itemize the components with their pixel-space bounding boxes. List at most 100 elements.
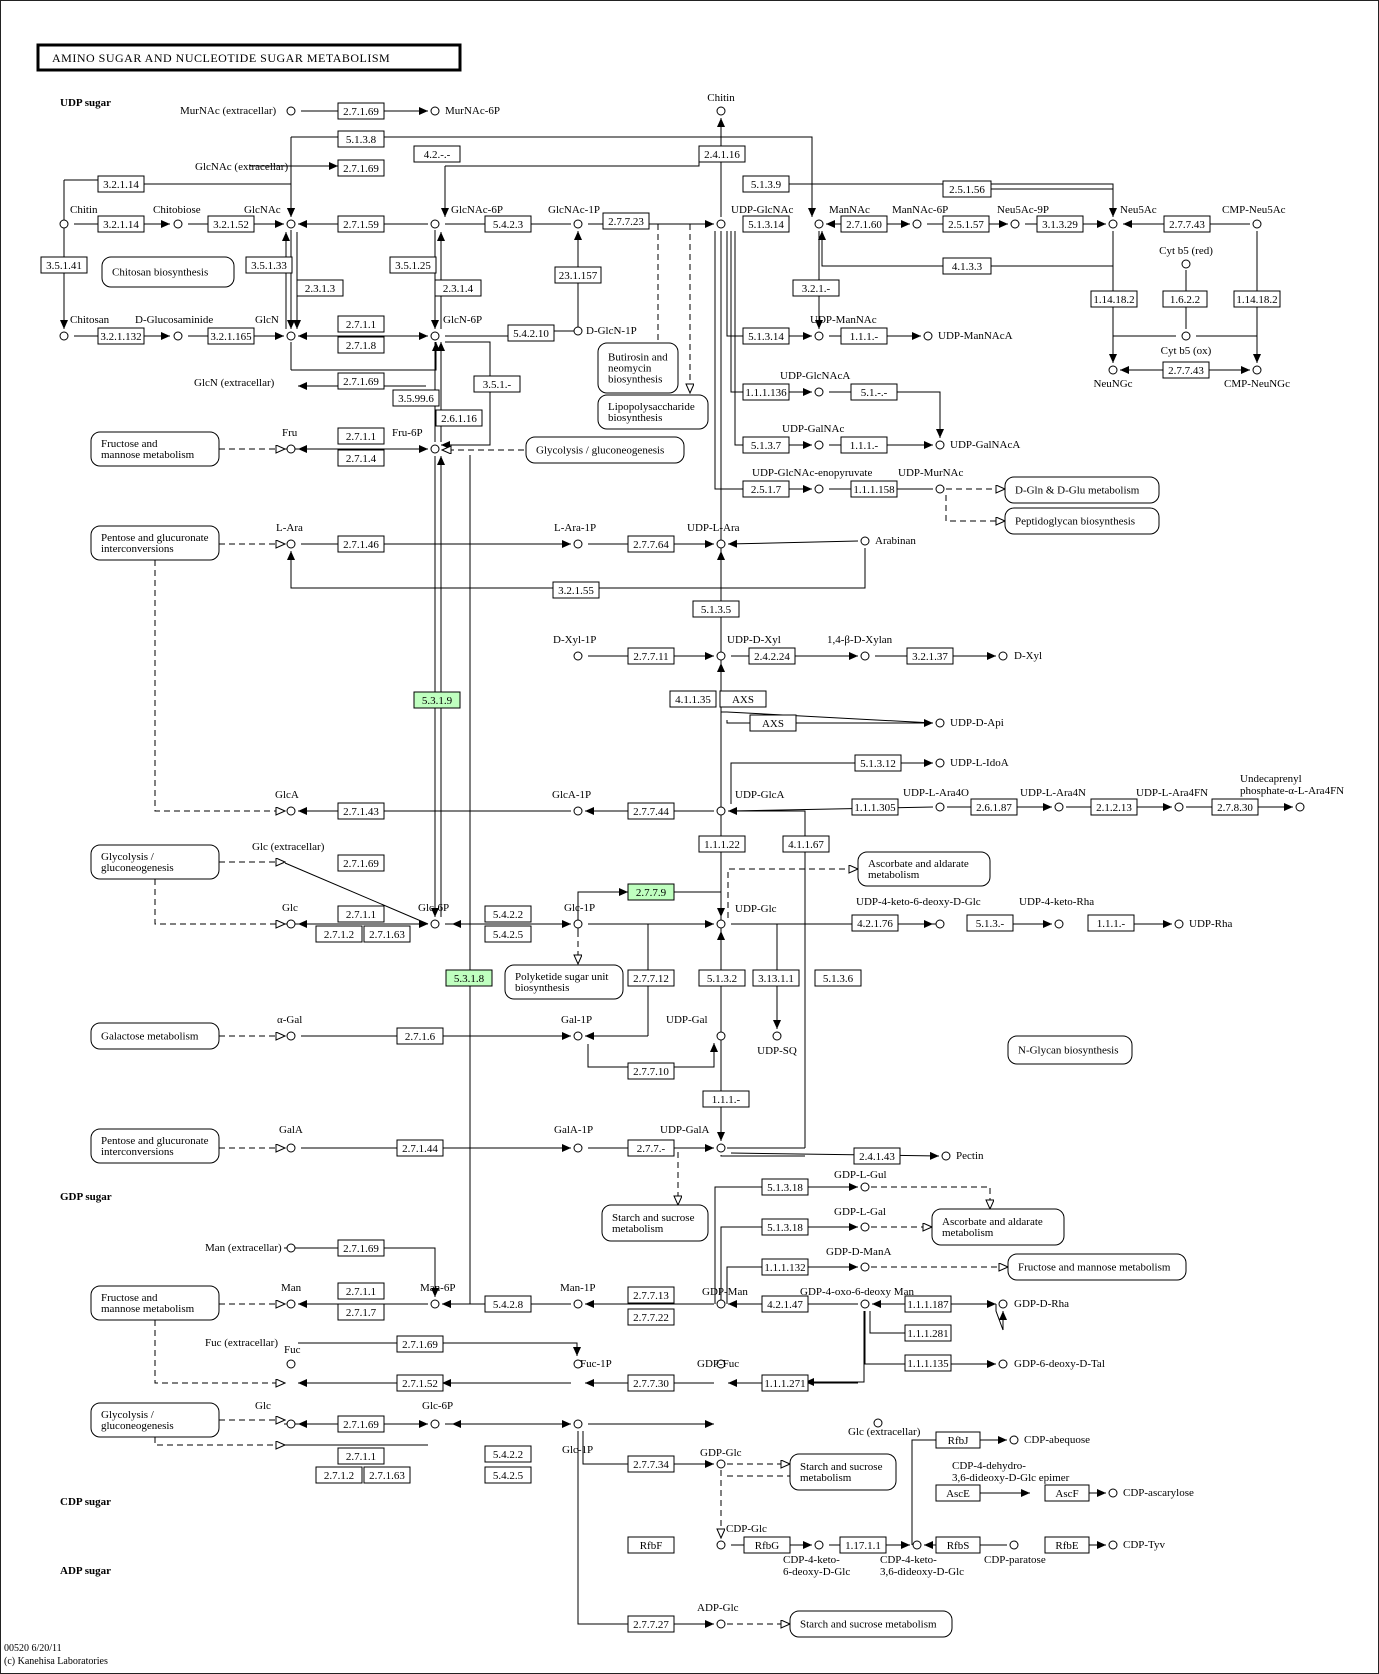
enzyme-box[interactable] — [396, 1027, 444, 1045]
enzyme-box[interactable] — [742, 215, 790, 233]
compound-node-chitin[interactable] — [716, 106, 726, 116]
compound-node-udp-l-ara4fn[interactable] — [1174, 802, 1184, 812]
compound-node-cdp-4-keto[interactable] — [814, 1540, 824, 1550]
compound-node-glcnac-1p[interactable] — [573, 219, 583, 229]
enzyme-box[interactable] — [337, 1415, 385, 1433]
enzyme-2-7-1-2[interactable]: 2.7.1.2 — [315, 1466, 363, 1484]
enzyme-box[interactable] — [396, 1335, 444, 1353]
enzyme-box[interactable] — [942, 180, 992, 198]
enzyme-box[interactable] — [761, 1178, 809, 1196]
enzyme-2-1-2-13[interactable]: 2.1.2.13 — [1090, 798, 1138, 816]
enzyme-2-7-7-23[interactable]: 2.7.7.23 — [602, 212, 650, 230]
enzyme-box[interactable] — [742, 383, 790, 401]
compound-node-chitosan[interactable] — [59, 331, 69, 341]
enzyme-2-7-1-59[interactable]: 2.7.1.59 — [337, 215, 385, 233]
compound-node-udp-gal[interactable] — [716, 1031, 726, 1041]
compound-node-glcnac-6p[interactable] — [430, 219, 440, 229]
enzyme-4-1-1-67[interactable]: 4.1.1.67 — [782, 835, 830, 853]
map-link-box[interactable] — [1004, 507, 1160, 535]
enzyme-5-1-3-8[interactable]: 5.1.3.8 — [337, 130, 385, 148]
compound-node-man-extracellar[interactable] — [286, 1243, 296, 1253]
enzyme-box[interactable] — [935, 1484, 981, 1502]
compound-node-fru-6p[interactable] — [430, 444, 440, 454]
enzyme-rfbs[interactable]: RfbS — [935, 1536, 981, 1554]
enzyme-box[interactable] — [904, 1295, 952, 1313]
compound-node-gdp-d-mana[interactable] — [860, 1262, 870, 1272]
compound-node-cdp-abequose[interactable] — [1009, 1435, 1019, 1445]
enzyme-box[interactable] — [942, 257, 992, 275]
enzyme-box[interactable] — [484, 215, 532, 233]
enzyme-rfbj[interactable]: RfbJ — [935, 1431, 981, 1449]
enzyme-2-7-7-13[interactable]: 2.7.7.13 — [627, 1286, 675, 1304]
compound-node-udp-d-xyl[interactable] — [716, 651, 726, 661]
enzyme-2-7-7[interactable]: 2.7.7.- — [627, 1139, 675, 1157]
enzyme-1-1-1-135[interactable]: 1.1.1.135 — [904, 1354, 952, 1372]
enzyme-3-2-1-14[interactable]: 3.2.1.14 — [97, 215, 145, 233]
enzyme-3-13-1-1[interactable]: 3.13.1.1 — [752, 969, 800, 987]
enzyme-2-7-7-11[interactable]: 2.7.7.11 — [627, 647, 675, 665]
enzyme-box[interactable] — [337, 427, 385, 445]
enzyme-2-4-1-16[interactable]: 2.4.1.16 — [698, 145, 746, 163]
enzyme-5-3-1-9[interactable]: 5.3.1.9 — [413, 691, 461, 709]
map-link-box[interactable] — [90, 1022, 220, 1050]
enzyme-1-1-1[interactable]: 1.1.1.- — [702, 1090, 750, 1108]
compound-node-glc-extracellar[interactable] — [873, 1418, 883, 1428]
compound-node-udp-glcnac[interactable] — [716, 219, 726, 229]
enzyme-box[interactable] — [719, 690, 767, 708]
enzyme-box[interactable] — [935, 1431, 981, 1449]
enzyme-box[interactable] — [627, 1139, 675, 1157]
map-link-box[interactable] — [597, 342, 679, 394]
enzyme-2-5-1-7[interactable]: 2.5.1.7 — [742, 480, 790, 498]
enzyme-3-5-1-25[interactable]: 3.5.1.25 — [389, 256, 437, 274]
compound-node-udp-glc[interactable] — [716, 919, 726, 929]
enzyme-box[interactable] — [627, 1455, 675, 1473]
enzyme-box[interactable] — [850, 480, 898, 498]
enzyme-box[interactable] — [627, 969, 675, 987]
enzyme-2-7-1-69[interactable]: 2.7.1.69 — [337, 854, 385, 872]
compound-node-glca[interactable] — [286, 806, 296, 816]
compound-node-gdp-l-gul[interactable] — [860, 1182, 870, 1192]
enzyme-box[interactable] — [337, 215, 385, 233]
enzyme-2-7-1-63[interactable]: 2.7.1.63 — [363, 925, 411, 943]
enzyme-box[interactable] — [337, 336, 385, 354]
enzyme-box[interactable] — [552, 581, 600, 599]
enzyme-1-1-1-187[interactable]: 1.1.1.187 — [904, 1295, 952, 1313]
enzyme-3-5-99-6[interactable]: 3.5.99.6 — [392, 389, 440, 407]
compound-node-glc-1p[interactable] — [573, 919, 583, 929]
enzyme-3-5-1-41[interactable]: 3.5.1.41 — [40, 256, 88, 274]
map-link-glycolysis[interactable]: Glycolysis /gluconeogenesis — [90, 1402, 220, 1438]
enzyme-box[interactable] — [692, 600, 740, 618]
enzyme-23-1-157[interactable]: 23.1.157 — [554, 266, 602, 284]
enzyme-box[interactable] — [1162, 361, 1210, 379]
enzyme-box[interactable] — [435, 409, 483, 427]
enzyme-4-2-1-47[interactable]: 4.2.1.47 — [761, 1295, 809, 1313]
enzyme-rfbe[interactable]: RfbE — [1044, 1536, 1090, 1554]
enzyme-box[interactable] — [698, 969, 746, 987]
enzyme-box[interactable] — [296, 279, 344, 297]
enzyme-1-6-2-2[interactable]: 1.6.2.2 — [1162, 290, 1208, 308]
map-link-box[interactable] — [1007, 1035, 1133, 1065]
enzyme-3-5-1-33[interactable]: 3.5.1.33 — [245, 256, 293, 274]
enzyme-box[interactable] — [413, 145, 461, 163]
enzyme-2-7-7-64[interactable]: 2.7.7.64 — [627, 535, 675, 553]
map-link-box[interactable] — [789, 1610, 953, 1638]
map-link-glycolysis[interactable]: Glycolysis /gluconeogenesis — [90, 844, 220, 880]
compound-node-chitin[interactable] — [59, 219, 69, 229]
enzyme-5-1-3-5[interactable]: 5.1.3.5 — [692, 600, 740, 618]
enzyme-box[interactable] — [698, 145, 746, 163]
compound-node-gala-1p[interactable] — [573, 1143, 583, 1153]
enzyme-box[interactable] — [554, 266, 602, 284]
enzyme-2-7-1-43[interactable]: 2.7.1.43 — [337, 802, 385, 820]
enzyme-box[interactable] — [396, 1374, 444, 1392]
enzyme-5-1-3-18[interactable]: 5.1.3.18 — [761, 1178, 809, 1196]
enzyme-box[interactable] — [1090, 798, 1138, 816]
enzyme-3-2-1-132[interactable]: 3.2.1.132 — [97, 327, 145, 345]
enzyme-box[interactable] — [627, 802, 675, 820]
enzyme-2-7-1-60[interactable]: 2.7.1.60 — [840, 215, 888, 233]
enzyme-box[interactable] — [315, 925, 363, 943]
